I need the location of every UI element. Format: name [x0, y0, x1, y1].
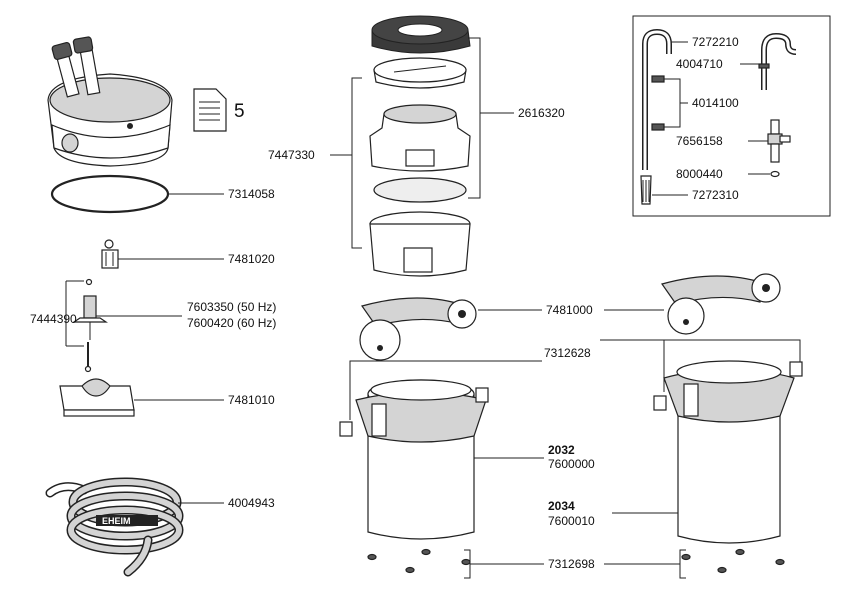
label-7312698: 7312698 [548, 557, 595, 571]
label-7600420: 7600420 (60 Hz) [187, 316, 276, 330]
label-7444390: 7444390 [30, 312, 77, 326]
clip-bracket [59, 378, 135, 417]
label-4004710: 4004710 [676, 57, 723, 71]
label-7272310: 7272310 [692, 188, 739, 202]
foam-ring [371, 15, 471, 54]
accessory-inset [632, 15, 831, 217]
label-4014100: 4014100 [692, 96, 739, 110]
impeller-cap [101, 239, 119, 269]
intake-tube [640, 28, 672, 205]
label-2034-code: 7600010 [548, 514, 595, 528]
o-ring [770, 170, 780, 178]
label-7603350: 7603350 (50 Hz) [187, 300, 276, 314]
label-2616320: 2616320 [518, 106, 565, 120]
label-7481000: 7481000 [546, 303, 593, 317]
label-2032-code: 7600000 [548, 457, 595, 471]
handle-right [661, 273, 781, 335]
hose-print: EHEIM [102, 516, 131, 526]
pump-head [47, 36, 173, 167]
tap-valve [767, 119, 791, 163]
label-7656158: 7656158 [676, 134, 723, 148]
label-8000440: 8000440 [676, 167, 723, 181]
label-2032-model: 2032 [548, 443, 575, 457]
outlet-tube [758, 32, 797, 90]
canister-feet [367, 548, 785, 574]
label-4004943: 4004943 [228, 496, 275, 510]
label-7314058: 7314058 [228, 187, 275, 201]
hose-coil [45, 477, 184, 577]
document-icon [193, 88, 227, 132]
label-7481010: 7481010 [228, 393, 275, 407]
doc-reference-number: 5 [234, 101, 245, 122]
label-7481020: 7481020 [228, 252, 275, 266]
basket-lid [373, 57, 467, 89]
seal-ring [50, 174, 170, 214]
filter-pad [373, 177, 467, 203]
filter-basket [369, 104, 471, 172]
lower-basket [369, 211, 471, 277]
label-7312628: 7312628 [544, 346, 591, 360]
handle-center [359, 297, 477, 361]
label-7272210: 7272210 [692, 35, 739, 49]
impeller-shaft [72, 278, 108, 373]
canister-2032 [339, 379, 489, 540]
label-2034-model: 2034 [548, 499, 575, 513]
canister-2034 [653, 360, 803, 544]
label-7447330: 7447330 [268, 148, 315, 162]
